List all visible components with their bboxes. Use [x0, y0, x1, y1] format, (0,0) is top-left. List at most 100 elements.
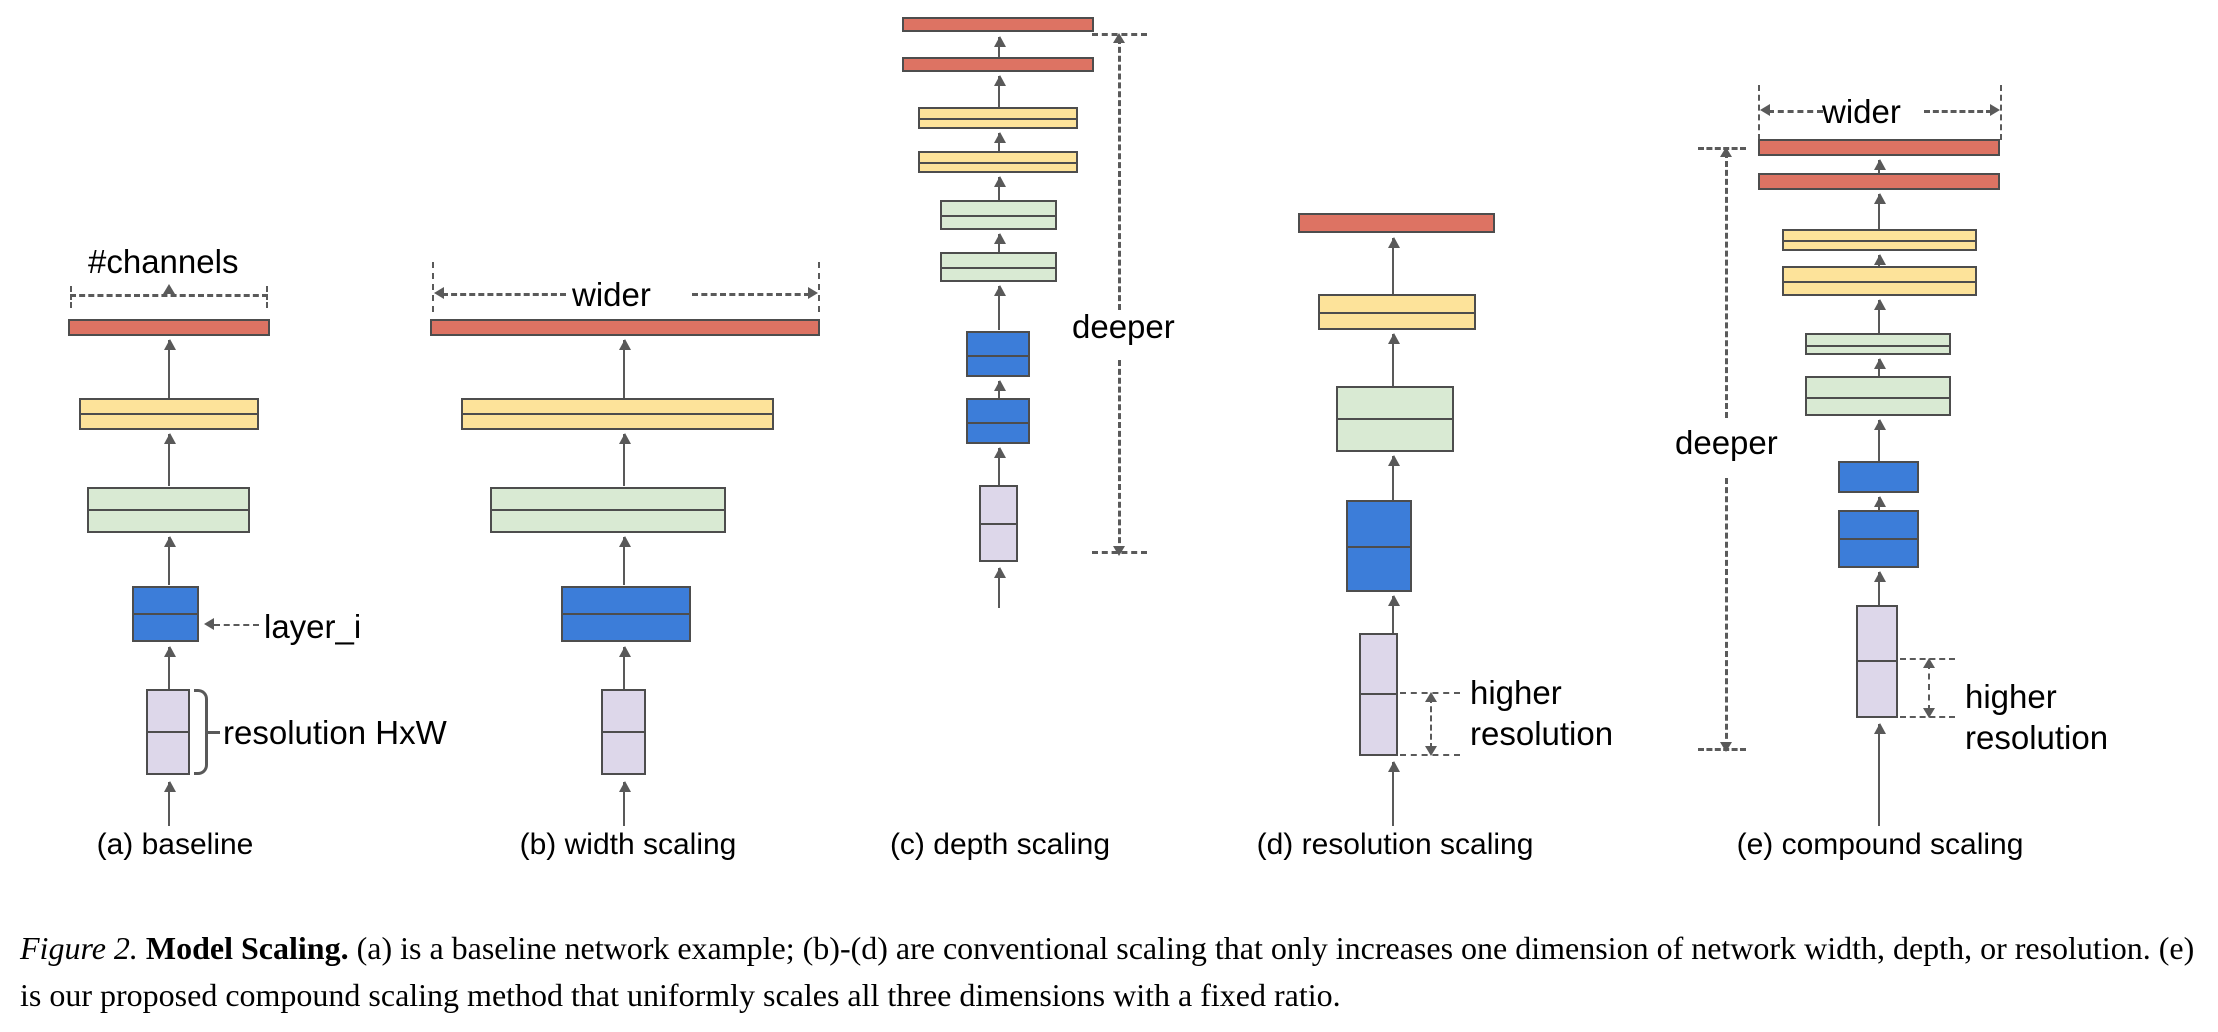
block-stage-2a: [966, 398, 1030, 444]
flow-arrow-b-4: [619, 339, 631, 398]
block-stage-3a: [1805, 376, 1951, 416]
wider-label-b: wider: [572, 276, 651, 313]
block-stage-4a: [918, 151, 1078, 173]
block-divider: [942, 267, 1055, 269]
block-input-layer: [1359, 633, 1398, 756]
flow-arrow-e-1: [1874, 571, 1886, 608]
block-stage-4a: [1782, 266, 1977, 296]
layer-i-label: layer_i: [264, 608, 362, 645]
panel-a-baseline: #channels layer_i: [0, 0, 447, 880]
flow-arrow-c-1: [994, 447, 1006, 486]
block-divider: [981, 523, 1016, 525]
flow-arrow-c-2: [994, 380, 1006, 399]
block-stage-2: [561, 586, 691, 642]
block-divider: [1858, 660, 1896, 662]
block-input-layer: [146, 689, 190, 775]
flow-arrow-e-7: [1874, 193, 1886, 236]
deeper-arrow-head-up-c: [1113, 33, 1125, 43]
block-input-layer: [979, 485, 1018, 562]
wider-label-e: wider: [1822, 93, 1901, 130]
higher-res-arrow-up-e: [1923, 658, 1935, 668]
block-divider: [1807, 345, 1949, 347]
deeper-measure-line-e: [1725, 152, 1728, 418]
wider-measure-line-left-e: [1768, 110, 1823, 113]
flow-arrow-b-2: [619, 536, 631, 585]
wider-measure-left-tick-b: [432, 262, 434, 312]
panel-b-width-scaling: wider (b) width scaling: [420, 0, 850, 880]
deeper-measure-bottom-tick-e: [1698, 748, 1746, 751]
flow-arrow-d-0: [1388, 761, 1400, 826]
flow-arrow-a-4: [164, 339, 176, 398]
block-stage-4: [1318, 294, 1476, 330]
block-stage-4b: [1782, 229, 1977, 251]
block-stage-2: [132, 586, 199, 642]
block-stage-2a: [1838, 510, 1919, 568]
panel-c-caption: (c) depth scaling: [889, 828, 1111, 861]
wider-arrow-head-right-b: [808, 287, 818, 299]
channels-measure-line: [70, 294, 268, 297]
flow-arrow-a-0: [164, 781, 176, 826]
block-output-layer-1: [902, 57, 1094, 72]
panel-e-caption: (e) compound scaling: [1736, 828, 2024, 861]
block-divider: [1361, 693, 1396, 695]
block-output-layer-2: [902, 17, 1094, 32]
block-divider: [920, 162, 1076, 164]
panel-e-compound-scaling: wider deeper: [1660, 0, 2120, 880]
block-divider: [463, 413, 772, 415]
flow-arrow-a-1: [164, 646, 176, 691]
wider-arrow-head-left-e: [1760, 104, 1770, 116]
block-divider: [1338, 418, 1452, 420]
layer-i-arrow-head: [204, 618, 214, 630]
resolution-label: resolution HxW: [223, 714, 447, 751]
flow-arrow-e-8: [1874, 159, 1886, 180]
flow-arrow-a-2: [164, 536, 176, 585]
flow-arrow-b-0: [619, 781, 631, 826]
block-divider: [89, 509, 248, 511]
panel-a-caption: (a) baseline: [96, 828, 254, 861]
block-divider: [1348, 546, 1410, 548]
flow-arrow-c-5: [994, 176, 1006, 201]
block-divider: [492, 509, 724, 511]
block-divider: [942, 215, 1055, 217]
channels-measure-left-tick: [70, 286, 72, 308]
flow-arrow-b-3: [619, 433, 631, 486]
block-stage-4: [79, 398, 259, 430]
wider-measure-right-tick-e: [2000, 85, 2002, 140]
block-output-layer: [430, 319, 820, 336]
deeper-measure-line-c: [1118, 38, 1121, 310]
block-output-layer-1: [1758, 173, 2000, 190]
block-stage-3b: [1805, 333, 1951, 355]
block-divider: [81, 413, 257, 415]
deeper-measure-bottom-tick-c: [1092, 551, 1147, 554]
block-stage-3: [490, 487, 726, 533]
wider-arrow-head-right-e: [1990, 104, 2000, 116]
deeper-measure-line2-c: [1118, 360, 1121, 552]
flow-arrow-e-2: [1874, 496, 1886, 514]
channels-measure-right-tick: [266, 286, 268, 308]
wider-measure-line-right-e: [1924, 110, 1992, 113]
figure-title: Model Scaling.: [145, 930, 349, 966]
channels-measure-arrow-up: [163, 284, 175, 294]
resolution-brace-tip: [206, 731, 220, 734]
flow-arrow-b-1: [619, 646, 631, 691]
block-output-layer: [1298, 213, 1495, 233]
flow-arrow-d-4: [1388, 237, 1400, 296]
flow-arrow-e-0: [1874, 723, 1886, 826]
block-stage-2: [1346, 500, 1412, 592]
block-output-layer-2: [1758, 139, 2000, 156]
flow-arrow-c-8: [994, 36, 1006, 58]
panel-d-resolution-scaling: higher resolution (d) resolution scaling: [1257, 0, 1670, 880]
flow-arrow-c-6: [994, 132, 1006, 152]
block-divider: [1840, 538, 1917, 540]
channels-label: #channels: [88, 243, 239, 280]
panel-b-caption: (b) width scaling: [519, 828, 737, 861]
higher-res-measure-line-e: [1928, 663, 1930, 711]
panel-c-depth-scaling: deeper: [880, 0, 1230, 880]
flow-arrow-e-5: [1874, 299, 1886, 334]
wider-arrow-head-left-b: [434, 287, 444, 299]
layer-i-leader-line: [214, 624, 259, 626]
wider-measure-line-left-b: [442, 293, 566, 296]
block-stage-2b: [966, 331, 1030, 377]
higher-res-arrow-down-d: [1425, 746, 1437, 756]
